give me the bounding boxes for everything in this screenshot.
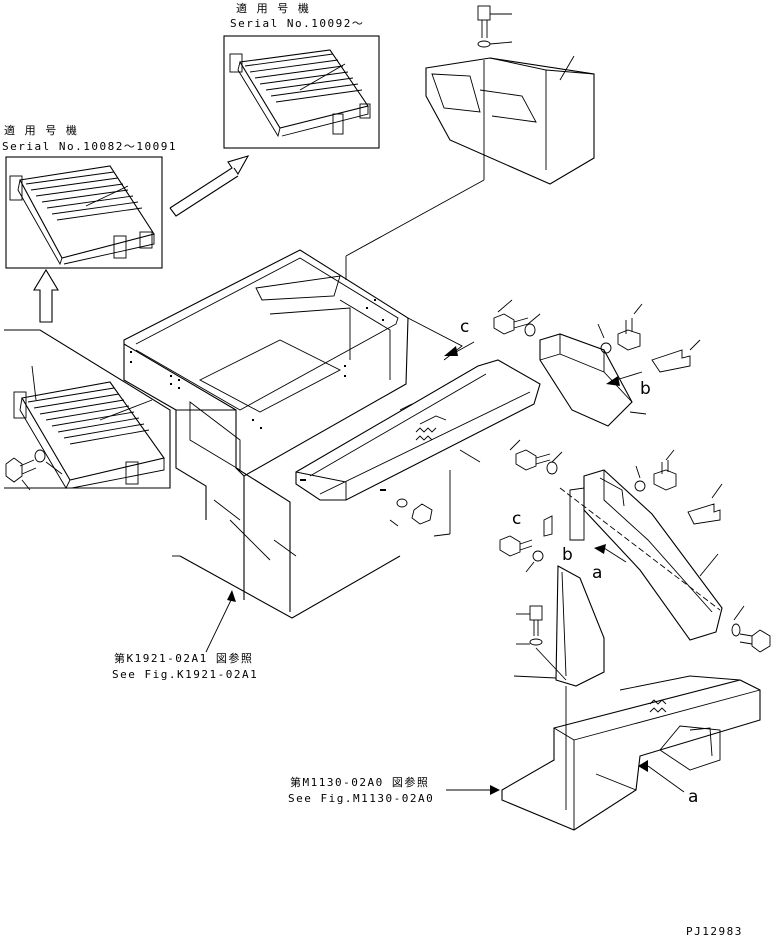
drawing-number: PJ12983	[686, 925, 743, 938]
marker-c-lower: c	[512, 509, 522, 529]
side-rail-part	[295, 359, 541, 537]
frame-reference-jp: 第M1130-02A0 図参照	[290, 776, 430, 789]
cab-reference-jp: 第K1921-02A1 図参照	[114, 652, 254, 665]
reference-leaders	[205, 590, 500, 795]
main-frame	[501, 675, 761, 831]
main-step-detail	[4, 329, 171, 491]
top-variant-applicable-label: 適 用 号 機	[236, 2, 311, 15]
top-variant-serial-label: Serial No.10092〜	[230, 17, 365, 30]
cab-reference-en: See Fig.K1921-02A1	[112, 668, 259, 681]
inset-box-left	[5, 156, 163, 269]
cab-enclosure	[123, 249, 463, 619]
frame-reference-en: See Fig.M1130-02A0	[288, 792, 435, 805]
left-variant-applicable-label: 適 用 号 機	[4, 124, 79, 137]
left-variant-serial-label: Serial No.10082〜10091	[2, 140, 177, 153]
rear-cover-part	[345, 5, 595, 280]
marker-a-lower: a	[688, 787, 699, 807]
marker-b-lower: b	[562, 545, 573, 565]
variant-arrows	[33, 155, 250, 323]
marker-a-upper: a	[592, 563, 603, 583]
marker-c-upper: c	[460, 317, 470, 337]
upper-bracket-part	[444, 299, 701, 427]
inset-box-top	[223, 35, 380, 149]
vertical-plate-part	[513, 565, 605, 810]
lower-bracket-part	[499, 439, 771, 653]
marker-b-upper: b	[640, 379, 651, 399]
